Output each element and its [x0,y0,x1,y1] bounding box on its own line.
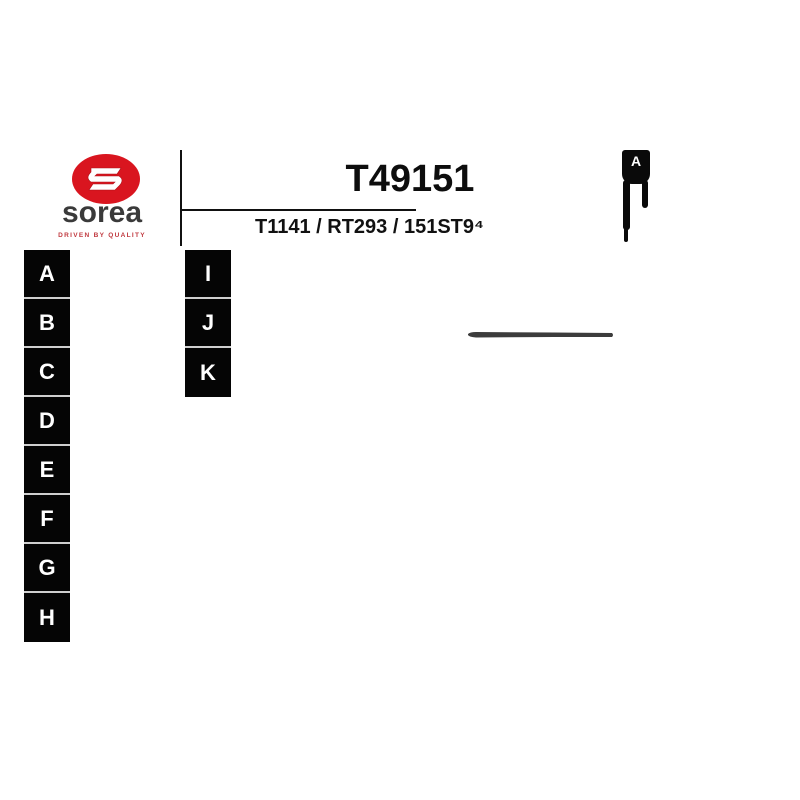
view-badge-leg [623,180,630,230]
header-divider-vertical [180,150,182,246]
cross-references: T1141 / RT293 / 151ST9⁴ [255,216,484,238]
part-rod-image [468,332,613,338]
dimension-label-i: I [185,250,231,299]
dimension-label-c: C [24,348,70,397]
view-badge-mark [624,228,628,242]
sorea-s-icon [87,167,123,191]
dimension-label-f: F [24,495,70,544]
brand-name: sorea [61,196,143,229]
part-number: T49151 [345,158,475,200]
dimension-column-left: A B C D E F G H [24,250,70,642]
brand-tagline: DRIVEN BY QUALITY [58,232,146,239]
dimension-label-e: E [24,446,70,495]
dimension-label-b: B [24,299,70,348]
dimension-label-d: D [24,397,70,446]
dimension-column-right: I J K [185,250,231,397]
dimension-label-j: J [185,299,231,348]
view-badge-leg [642,180,648,208]
dimension-label-k: K [185,348,231,397]
view-badge-label: A [622,150,650,184]
dimension-label-a: A [24,250,70,299]
dimension-label-g: G [24,544,70,593]
view-badge: A [622,150,650,242]
dimension-label-h: H [24,593,70,642]
brand-logo: sorea DRIVEN BY QUALITY [24,150,180,245]
header-divider-horizontal [180,209,416,211]
